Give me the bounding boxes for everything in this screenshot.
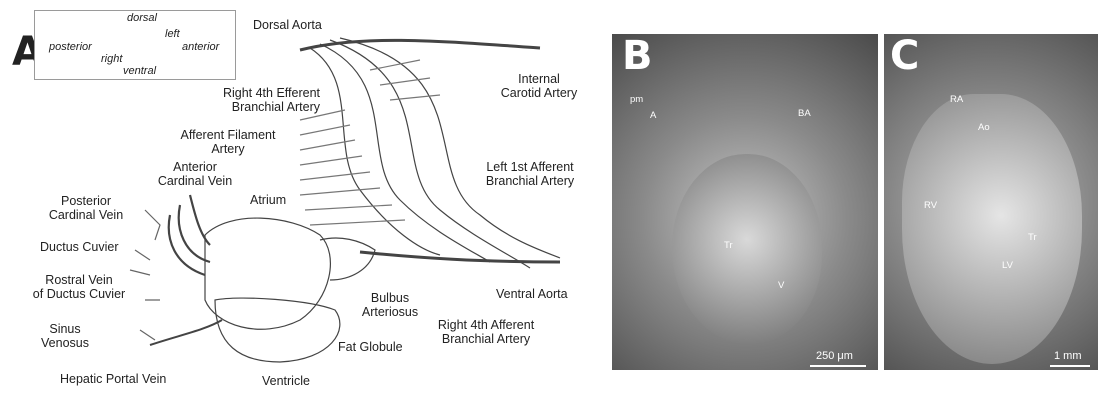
label-right4-afferent: Right 4th Afferent Branchial Artery [424,318,548,346]
label-bulbus-line2: Arteriosus [345,305,435,319]
label-afferent-filament-line2: Artery [168,142,288,156]
label-afferent-filament: Afferent Filament Artery [168,128,288,156]
ventricle-shape [215,298,340,362]
label-fat-globule: Fat Globule [338,340,403,354]
sem-image-c: C RA Ao RV Tr LV 1 mm [884,34,1098,370]
afferent-filaments [300,60,440,225]
orientation-posterior: posterior [49,41,92,53]
label-anterior-cardinal-line1: Anterior [140,160,250,174]
label-sinus-venosus-line1: Sinus [30,322,100,336]
gill-arch-2 [320,44,490,262]
label-anterior-cardinal-line2: Cardinal Vein [140,174,250,188]
label-internal-carotid-line1: Internal [484,72,594,86]
orientation-right: right [101,53,122,65]
ventral-aorta-vessel [360,252,560,262]
panel-label-b: B [622,36,653,76]
label-left1-afferent-line2: Branchial Artery [470,174,590,188]
sem-image-b: B pm A BA Tr V 250 μm [612,34,878,370]
scale-label-b: 250 μm [816,350,853,362]
scale-bar-c [1050,365,1090,367]
atrium-shape [205,218,330,329]
cardinal-veins [169,195,210,275]
scale-label-c: 1 mm [1054,350,1082,362]
hepatic-portal-vessel [150,320,222,345]
sem-b-label-tr: Tr [724,240,733,251]
gill-arch-4 [340,38,560,258]
orientation-legend: dorsal left posterior anterior right ven… [34,10,236,80]
label-bulbus-line1: Bulbus [345,291,435,305]
sem-c-label-lv: LV [1002,260,1013,271]
label-bulbus-arteriosus: Bulbus Arteriosus [345,291,435,319]
sem-b-label-pm: pm [630,94,643,105]
label-left1-afferent: Left 1st Afferent Branchial Artery [470,160,590,188]
sem-c-label-tr: Tr [1028,232,1037,243]
label-hepatic-portal-vein: Hepatic Portal Vein [60,372,166,386]
label-ventricle: Ventricle [262,374,310,388]
label-rostral-vein-line2: of Ductus Cuvier [24,287,134,301]
label-right4-afferent-line2: Branchial Artery [424,332,548,346]
label-posterior-cardinal-line1: Posterior [36,194,136,208]
label-right4-efferent-line2: Branchial Artery [180,100,320,114]
branching-veins-left [130,210,160,340]
sem-heart-outline-b [672,154,822,344]
label-posterior-cardinal: Posterior Cardinal Vein [36,194,136,222]
label-right4-efferent: Right 4th Efferent Branchial Artery [180,86,320,114]
label-atrium: Atrium [250,193,286,207]
sem-b-label-v: V [778,280,784,291]
label-ventral-aorta: Ventral Aorta [496,287,568,301]
sem-heart-outline-c [902,94,1082,364]
orientation-ventral: ventral [123,65,156,77]
label-right4-afferent-line1: Right 4th Afferent [424,318,548,332]
sem-c-label-rv: RV [924,200,937,211]
orientation-dorsal: dorsal [127,12,157,24]
panel-label-c: C [890,36,919,76]
label-dorsal-aorta: Dorsal Aorta [253,18,322,32]
label-anterior-cardinal: Anterior Cardinal Vein [140,160,250,188]
label-posterior-cardinal-line2: Cardinal Vein [36,208,136,222]
label-ductus-cuvier: Ductus Cuvier [40,240,119,254]
label-internal-carotid: Internal Carotid Artery [484,72,594,100]
label-rostral-vein-line1: Rostral Vein [24,273,134,287]
sem-b-label-ba: BA [798,108,811,119]
sem-c-label-ra: RA [950,94,963,105]
label-sinus-venosus-line2: Venosus [30,336,100,350]
orientation-anterior: anterior [182,41,219,53]
orientation-left: left [165,28,180,40]
label-right4-efferent-line1: Right 4th Efferent [180,86,320,100]
bulbus-shape [320,238,375,280]
scale-bar-b [810,365,866,367]
sem-c-label-ao: Ao [978,122,990,133]
sem-b-label-a: A [650,110,656,121]
label-internal-carotid-line2: Carotid Artery [484,86,594,100]
label-rostral-vein: Rostral Vein of Ductus Cuvier [24,273,134,301]
label-left1-afferent-line1: Left 1st Afferent [470,160,590,174]
label-sinus-venosus: Sinus Venosus [30,322,100,350]
label-afferent-filament-line1: Afferent Filament [168,128,288,142]
